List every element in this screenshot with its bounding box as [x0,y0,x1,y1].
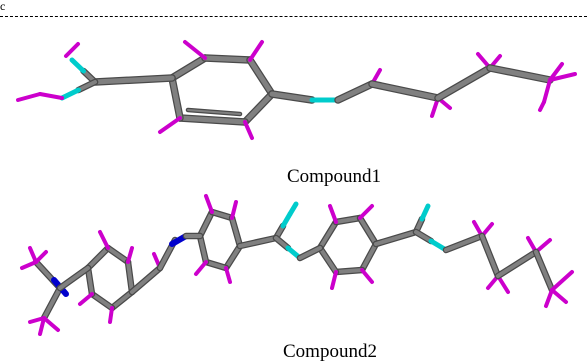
c1-chain-4 [487,65,553,83]
c1-right-link-1 [269,91,315,103]
c2-chain-3 [496,250,538,278]
c2-o1-tip [287,201,299,217]
c1-ring-bond-2 [247,57,275,97]
c2-ringC-bond-0 [318,220,338,250]
c2-ringA-bond-4 [90,292,114,310]
c2-h-7 [98,230,110,250]
c2-h-15 [194,260,208,276]
c2-h-8 [126,246,134,264]
c1-ring-inner [187,109,241,115]
c1-h-14 [548,72,577,82]
c2-ringB-bond-0 [198,210,214,238]
c2-h-3 [34,250,48,264]
c2-carbonyl-o2-x [419,203,431,222]
c2-h-27 [550,288,568,304]
c1-chain-1 [335,81,375,103]
compound1-structure [16,40,577,140]
c1-ring-bond-0 [169,55,208,81]
c2-h-6 [42,316,60,332]
compound2-caption: Compound2 [283,341,377,362]
c2-ringA-bond-3 [110,290,134,310]
c1-carbonyl-o-x [69,57,86,74]
c2-chain-2 [480,234,500,278]
c2-h-28 [544,288,554,308]
c2-ringA-bond-2 [126,260,134,294]
c2-ringB-bond-3 [224,244,242,270]
c1-ring-bond-4 [177,115,248,125]
c2-ringC-bond-3 [360,242,378,272]
c2-ringA-bond-1 [106,246,130,264]
c2-h-26 [550,270,574,292]
c2-h-13 [230,200,238,220]
c1-left-link [92,75,175,85]
c2-ringB-bond-1 [210,210,234,220]
c2-link-5 [298,246,322,260]
c1-h-4 [158,116,182,134]
c1-h-2 [248,40,264,62]
c1-left-o-x [59,87,81,101]
compound2-structure [20,194,574,336]
c1-h-13 [548,62,564,82]
c2-ringB-bond-4 [204,260,228,270]
c2-link-6 [374,230,418,246]
c2-h-5 [38,316,46,336]
c1-h-3 [243,120,254,140]
c1-h-16 [538,100,546,112]
c2-h-9 [108,306,114,324]
c2-ringC-bond-1 [334,216,362,224]
c1-ring-bond-5 [169,75,183,121]
c2-ringB-bond-5 [198,234,208,264]
c1-h-15 [542,78,552,104]
c1-h-7 [16,92,42,102]
c2-h-12 [204,194,214,214]
dashed-separator [0,16,587,17]
compound1-caption: Compound1 [287,166,381,187]
c2-chain-1 [444,234,484,252]
c2-ringA-bond-0 [86,246,110,270]
c1-left-o-c [76,80,97,92]
c2-link-1 [130,266,162,294]
c1-ring-bond-1 [202,55,253,63]
c2-h-16 [328,204,338,224]
c2-ringC-bond-5 [318,246,338,274]
c2-h-2 [28,246,38,264]
c2-h-14 [224,266,232,284]
c2-ester-o1-c [274,236,290,250]
c2-h-10 [78,292,94,306]
c2-chain-4 [534,250,554,292]
c2-ringC-bond-4 [334,268,364,274]
c2-h-1 [20,260,38,270]
c2-amine-link [58,266,90,290]
c2-h-17 [358,204,374,220]
c2-ester-o2-c [414,230,433,243]
c1-h-1 [183,40,207,60]
c2-ringC-bond-2 [358,216,378,246]
c1-ring-bond-3 [242,91,275,125]
c2-ringB-bond-2 [230,216,242,248]
c2-me2 [42,286,62,320]
c2-h-18 [360,268,374,284]
c2-ringA-bond-5 [86,266,94,296]
c2-h-19 [330,270,338,290]
c2-h-4 [28,316,46,324]
c1-h-6 [38,92,64,100]
c2-link-4 [238,236,278,248]
c1-chain-3 [435,65,493,101]
c1-h-5 [64,42,80,58]
c1-chain-2 [369,81,441,101]
header-tick: c [0,0,6,13]
